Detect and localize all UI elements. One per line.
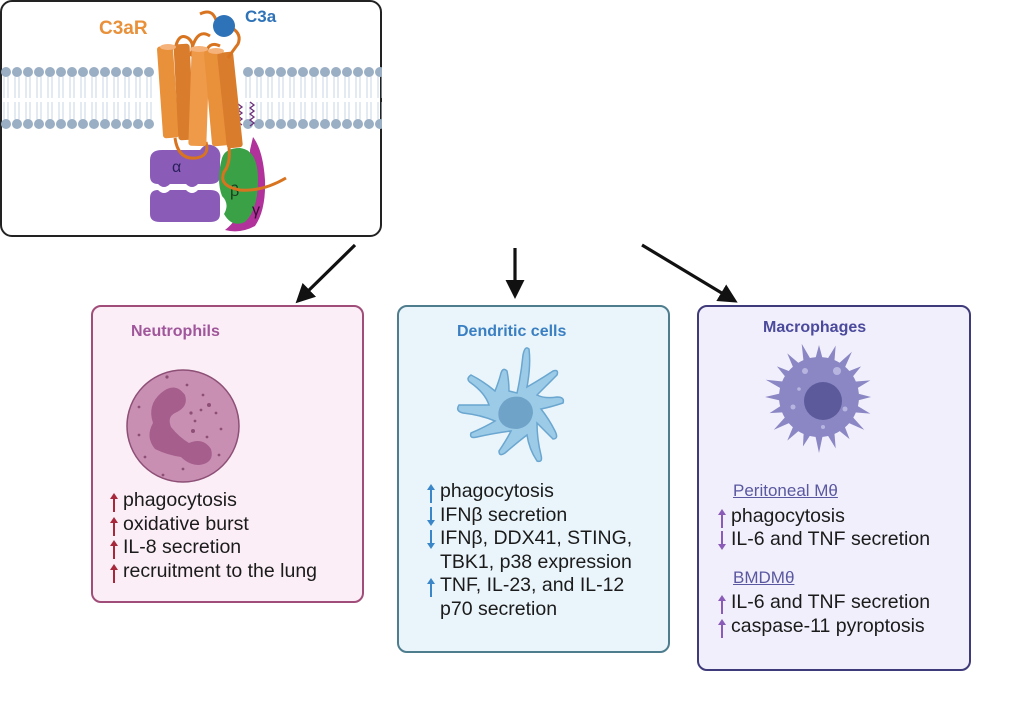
up-arrow-icon xyxy=(427,578,435,597)
gamma-label: γ xyxy=(252,202,260,219)
c3ar-label: C3aR xyxy=(99,18,148,39)
up-arrow-icon xyxy=(718,508,726,528)
beta-label: β xyxy=(230,183,239,200)
down-arrow-icon xyxy=(718,531,726,550)
effect-item: IL-6 and TNF secretion xyxy=(716,591,930,615)
up-arrow-icon xyxy=(110,493,118,512)
neutrophils-title: Neutrophils xyxy=(131,323,220,340)
c3a-label: C3a xyxy=(245,7,277,26)
up-arrow-icon xyxy=(110,563,118,583)
effect-text: phagocytosis xyxy=(440,480,554,502)
peritoneal-group: Peritoneal Mθ xyxy=(733,481,838,500)
effect-item: phagocytosis xyxy=(425,480,632,504)
alpha-label: α xyxy=(172,159,181,176)
up-arrow-icon xyxy=(427,484,435,503)
dendritic-cells-title: Dendritic cells xyxy=(457,323,567,340)
effect-item: oxidative burst xyxy=(108,513,317,537)
up-arrow-icon xyxy=(110,540,118,559)
effect-text: caspase-11 pyroptosis xyxy=(731,614,925,637)
macrophage-cell-icon xyxy=(765,343,871,453)
effect-text: IL-6 and TNF secretion xyxy=(731,591,931,613)
effect-text: phagocytosis xyxy=(731,504,845,527)
up-arrow-icon xyxy=(718,618,726,638)
effect-item: IFNβ secretion xyxy=(425,504,632,528)
effect-text: IFNβ secretion xyxy=(440,503,568,526)
arrow-to-neutrophils xyxy=(295,243,357,304)
up-arrow-icon xyxy=(718,595,726,614)
down-arrow-icon xyxy=(427,530,435,549)
down-arrow-icon xyxy=(427,506,435,526)
effect-item: phagocytosis xyxy=(716,505,930,529)
effect-item: recruitment to the lung xyxy=(108,560,317,584)
effect-text: phagocytosis xyxy=(123,489,237,511)
c3ar-transmembrane-helices xyxy=(157,32,287,192)
effect-item: IL-8 secretion xyxy=(108,536,317,560)
c3a-tail xyxy=(199,10,241,59)
effect-text: IL-6 and TNF secretion xyxy=(731,528,931,550)
receptor-panel: α β γ C3aR C3a xyxy=(0,0,382,237)
neutrophil-cell-icon xyxy=(126,369,240,483)
effect-item: phagocytosis xyxy=(108,489,317,513)
arrow-to-macrophages xyxy=(641,243,738,303)
effect-text: recruitment to the lung xyxy=(123,559,318,582)
effect-item: IFNβ, DDX41, STING,TBK1, p38 expression xyxy=(425,527,632,574)
effect-text: oxidative burst xyxy=(123,512,249,535)
effect-text: IL-8 secretion xyxy=(123,536,242,558)
macrophages-title: Macrophages xyxy=(763,319,867,336)
effect-item: caspase-11 pyroptosis xyxy=(716,615,930,639)
effect-item: IL-6 and TNF secretion xyxy=(716,528,930,552)
dendritic-cell-icon xyxy=(456,347,565,463)
bmdm-group: BMDMθ xyxy=(733,567,795,587)
c3a-ligand xyxy=(213,15,235,37)
lipid-bilayer xyxy=(1,67,382,129)
connector-arrows xyxy=(295,243,738,304)
effect-text-continued: p70 secretion xyxy=(440,597,558,620)
effect-text: TNF, IL-23, and IL-12 xyxy=(440,574,625,596)
g-beta-subunit xyxy=(219,148,258,224)
effect-text: IFNβ, DDX41, STING, xyxy=(440,527,633,549)
effect-text-continued: TBK1, p38 expression xyxy=(440,550,632,573)
c3ar-receptor-illustration: α β γ xyxy=(1,10,382,232)
up-arrow-icon xyxy=(110,516,118,536)
